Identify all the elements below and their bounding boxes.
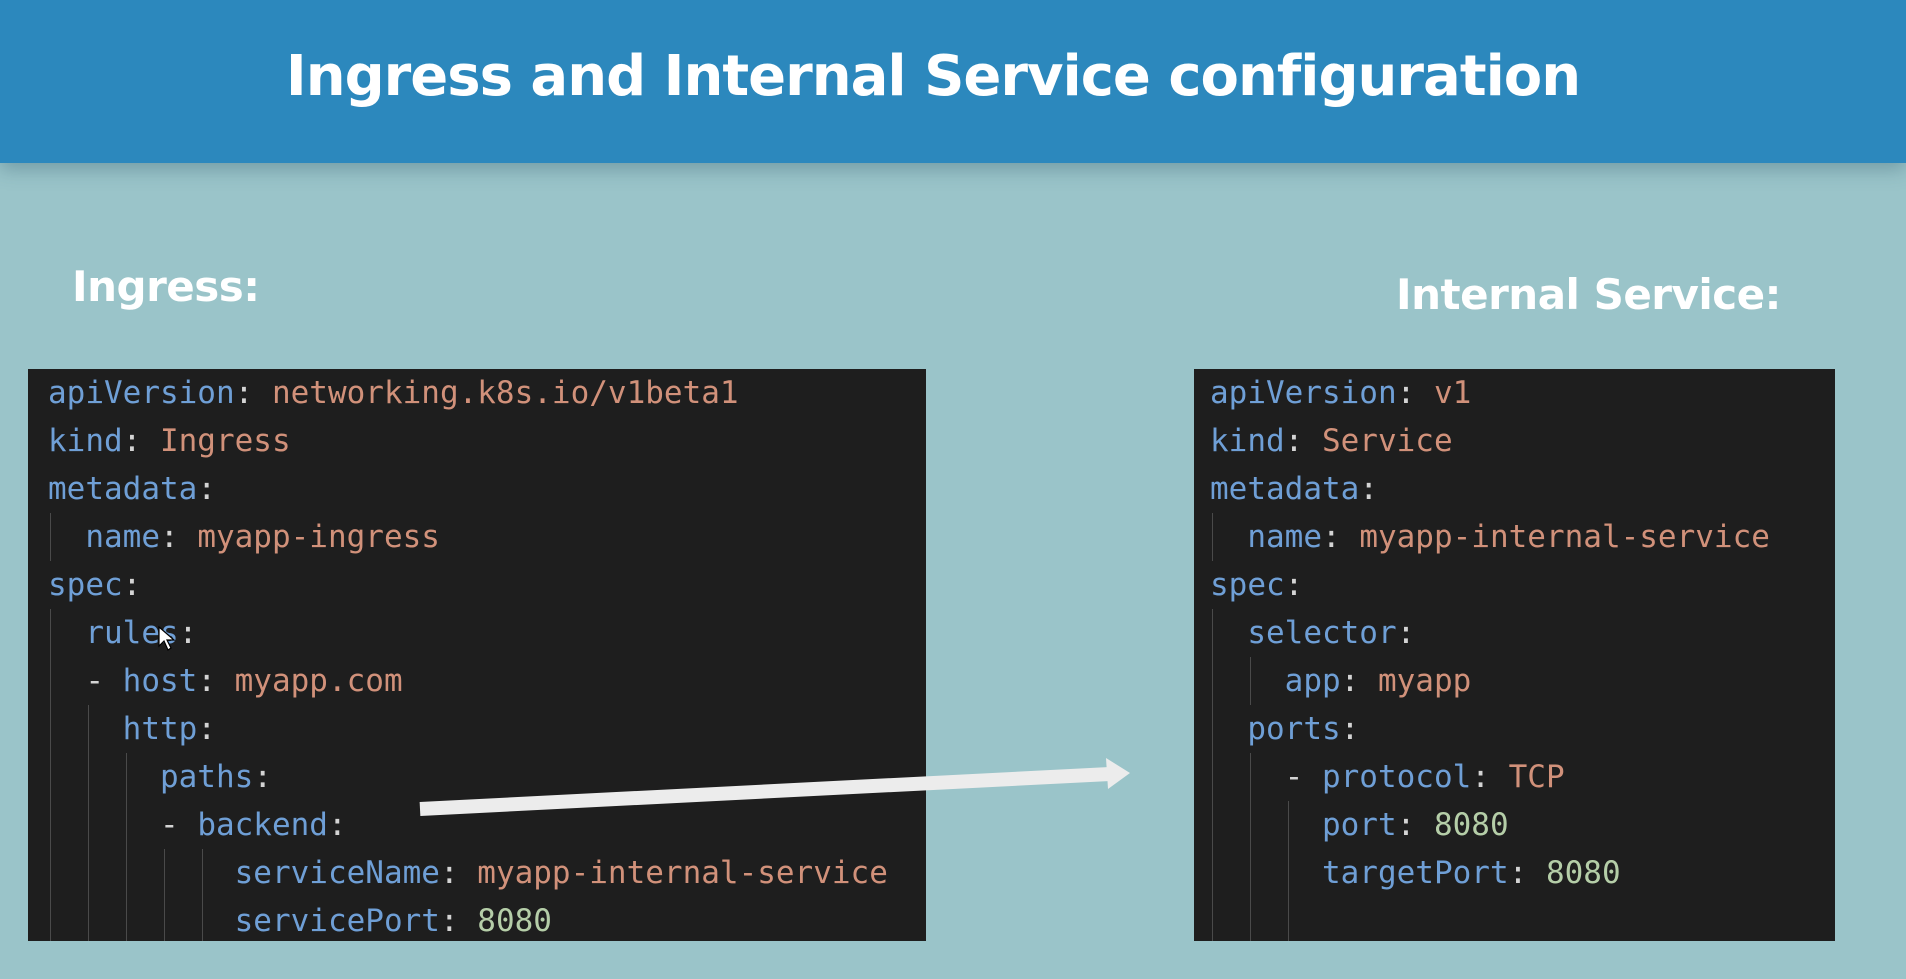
indent-guide <box>202 849 203 941</box>
indent-guide <box>88 705 89 941</box>
code-line: servicePort: 8080 <box>234 903 552 939</box>
code-line: app: myapp <box>1284 663 1472 699</box>
code-line: http: <box>122 711 216 747</box>
slide-title: Ingress and Internal Service configurati… <box>285 44 1581 109</box>
code-line: - host: myapp.com <box>48 663 403 699</box>
indent-guide <box>1250 753 1251 941</box>
code-line: selector: <box>1247 615 1416 651</box>
code-line: kind: Service <box>1210 423 1453 459</box>
internal-service-heading: Internal Service: <box>1396 270 1781 319</box>
ingress-yaml-panel: apiVersion: networking.k8s.io/v1beta1 ki… <box>28 369 926 941</box>
indent-guide <box>126 753 127 941</box>
ingress-heading: Ingress: <box>72 262 260 311</box>
code-line: name: myapp-internal-service <box>1247 519 1770 555</box>
indent-guide <box>1250 657 1251 705</box>
code-line: spec: <box>1210 567 1304 603</box>
code-line: name: myapp-ingress <box>85 519 440 555</box>
indent-guide <box>50 513 51 561</box>
mouse-cursor-icon <box>158 626 176 651</box>
indent-guide <box>1288 801 1289 941</box>
indent-guide <box>1212 513 1213 561</box>
indent-guide <box>50 609 51 941</box>
code-line: apiVersion: v1 <box>1210 375 1472 411</box>
title-banner: Ingress and Internal Service configurati… <box>0 0 1906 163</box>
indent-guide <box>1212 609 1213 941</box>
code-line: spec: <box>48 567 142 603</box>
code-line: metadata: <box>1210 471 1378 507</box>
code-line: metadata: <box>48 471 216 507</box>
indent-guide <box>164 849 165 941</box>
code-line: ports: <box>1247 711 1360 747</box>
code-line: port: 8080 <box>1321 807 1509 843</box>
code-line: - protocol: TCP <box>1210 759 1565 795</box>
code-line: kind: Ingress <box>48 423 291 459</box>
code-line: serviceName: myapp-internal-service <box>234 855 888 891</box>
code-line: targetPort: 8080 <box>1321 855 1621 891</box>
code-line: paths: <box>159 759 272 795</box>
service-yaml-panel: apiVersion: v1 kind: Service metadata: n… <box>1194 369 1835 941</box>
code-line: - backend: <box>48 807 347 843</box>
code-line: apiVersion: networking.k8s.io/v1beta1 <box>48 375 739 411</box>
